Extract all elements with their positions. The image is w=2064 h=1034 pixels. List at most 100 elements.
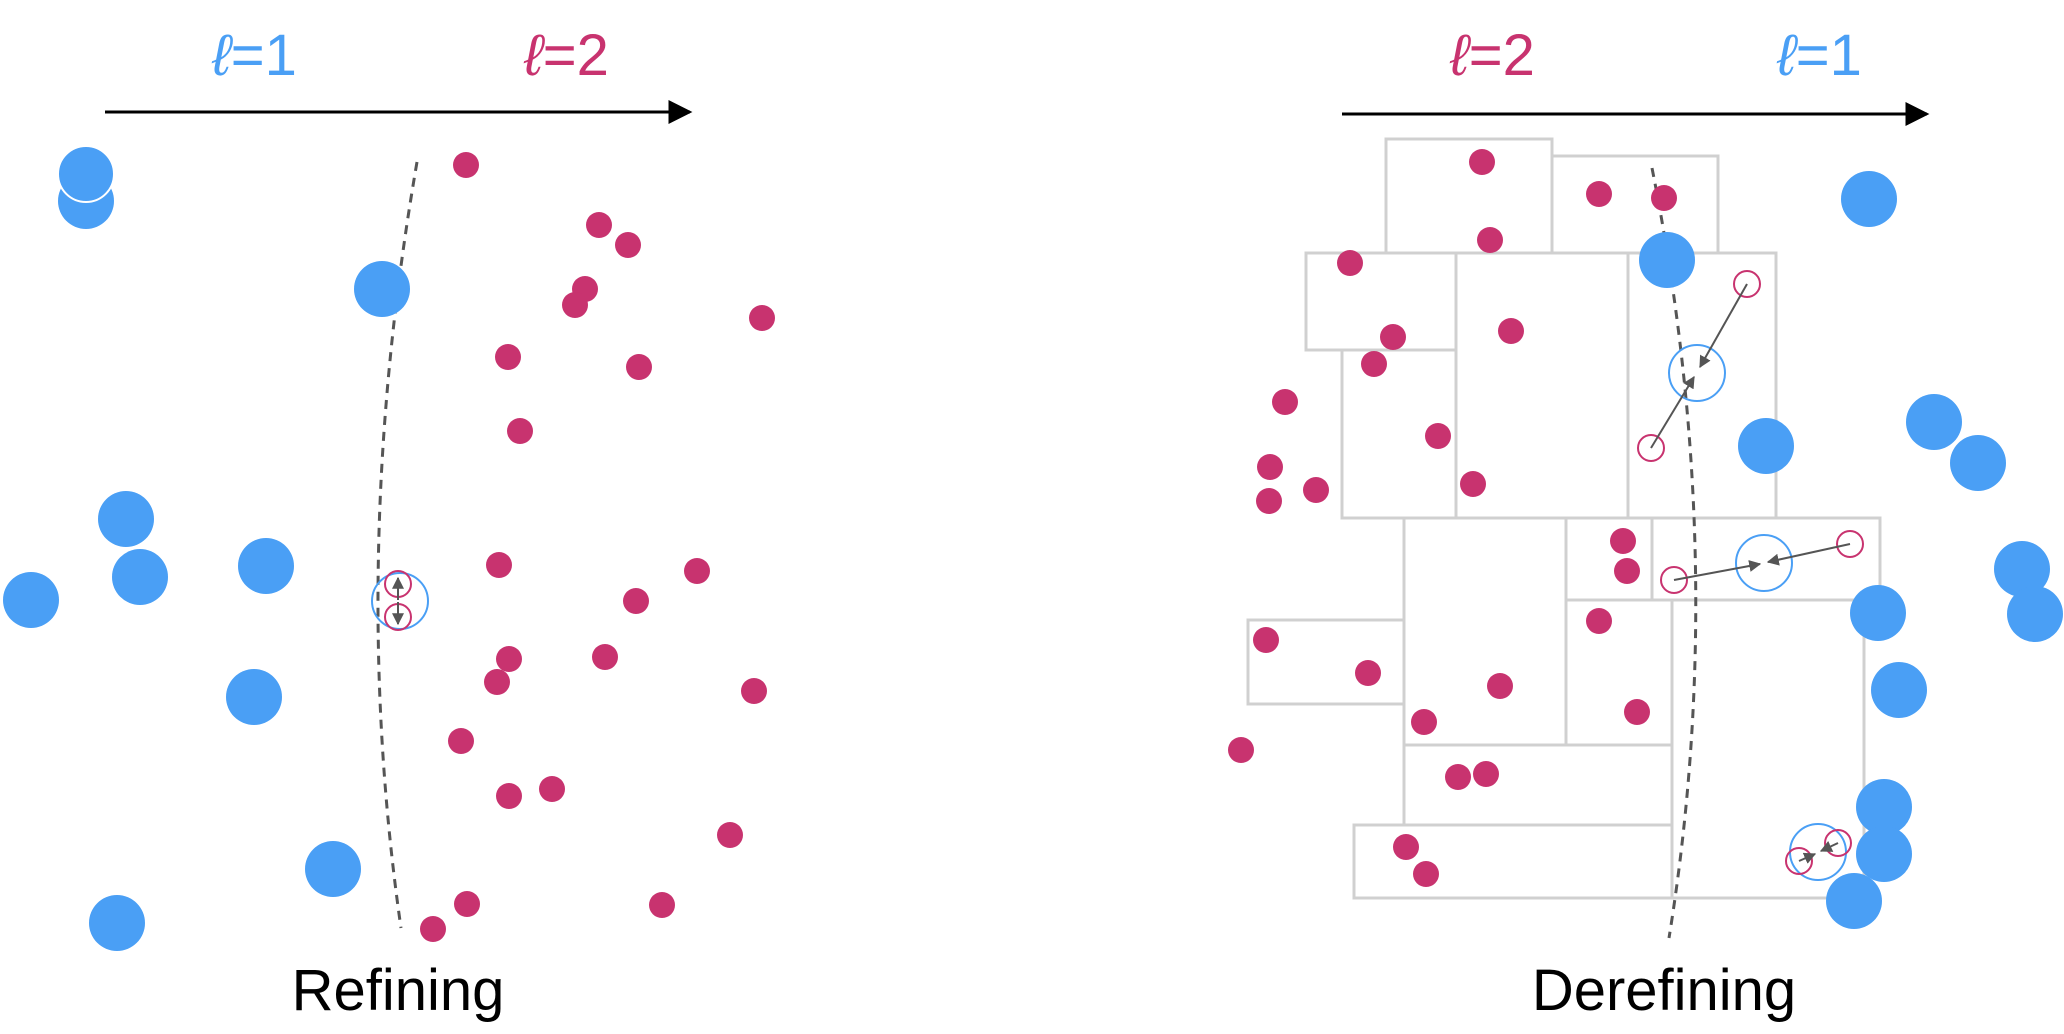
particle-l2 [717,822,743,848]
refining-level2-particles [420,152,775,942]
derefining-level2-label: ℓ=2 [1449,23,1535,88]
cell [1650,516,1882,602]
particle-l2 [453,152,479,178]
particle-l1 [1826,873,1882,929]
particle-l1 [1856,779,1912,835]
derefining-level1-label: ℓ=1 [1776,23,1862,88]
particle-l2 [1413,861,1439,887]
particle-l2 [1445,764,1471,790]
particle-l2 [562,292,588,318]
particle-l1 [1906,394,1962,450]
particle-l1 [3,572,59,628]
particle-l2 [486,552,512,578]
particle-l1 [305,841,361,897]
particle-l1 [1871,662,1927,718]
particle-l1 [57,145,115,203]
particle-l1 [1950,435,2006,491]
particle-l2 [1425,423,1451,449]
particle-l1 [112,549,168,605]
particle-l2 [1256,488,1282,514]
particle-l2 [1272,389,1298,415]
particle-l2 [592,644,618,670]
cell [1550,154,1720,255]
particle-l2 [749,305,775,331]
cell [1384,137,1554,255]
refining-level2-value: =2 [543,23,609,88]
particle-l2 [1257,454,1283,480]
refining-level1-symbol: ℓ [211,23,233,88]
derefining-caption: Derefining [1532,958,1796,1023]
derefining-panel: ℓ=2 ℓ=1 [1228,23,2063,1023]
particle-l2 [1477,227,1503,253]
particle-l1 [98,491,154,547]
derefining-level1-symbol: ℓ [1776,23,1798,88]
cell [1246,618,1406,706]
particle-l2 [496,646,522,672]
particle-l2 [1253,627,1279,653]
particle-l2 [1614,558,1640,584]
particle-l1 [226,669,282,725]
particle-l2 [1473,761,1499,787]
refining-panel: ℓ=1 ℓ=2 [3,23,775,1023]
particle-l2 [1303,477,1329,503]
particle-l1 [1738,418,1794,474]
particle-l1 [1994,541,2050,597]
particle-l2 [496,783,522,809]
derefining-merge-group [1660,530,1864,594]
cell [1626,251,1778,520]
particle-l2 [539,776,565,802]
particle-l2 [507,418,533,444]
refining-caption: Refining [292,958,505,1023]
derefining-merge-group [1637,270,1761,462]
derefining-level2-particles [1228,149,1677,887]
particle-l2 [1393,834,1419,860]
particle-l2 [1487,673,1513,699]
derefining-merge-group [1785,823,1852,881]
derefining-level2-symbol: ℓ [1449,23,1471,88]
derefining-cells [1246,137,1882,900]
cell [1352,823,1674,900]
particle-l1 [238,538,294,594]
refining-level1-particles [3,145,410,951]
particle-l2 [1498,318,1524,344]
particle-l2 [649,892,675,918]
refining-level2-symbol: ℓ [523,23,545,88]
refining-level2-label: ℓ=2 [523,23,609,88]
refining-level1-value: =1 [231,23,297,88]
particle-l2 [623,588,649,614]
particle-l1 [1639,232,1695,288]
particle-l2 [1355,660,1381,686]
particle-l2 [1624,699,1650,725]
particle-l2 [626,354,652,380]
refining-level1-label: ℓ=1 [211,23,297,88]
particle-l2 [454,891,480,917]
particle-l1 [89,895,145,951]
particle-l2 [448,728,474,754]
cell [1670,598,1866,900]
particle-l2 [1337,250,1363,276]
particle-l2 [1361,351,1387,377]
particle-l2 [1460,471,1486,497]
particle-l2 [741,678,767,704]
particle-l2 [1411,709,1437,735]
particle-l2 [586,212,612,238]
particle-l2 [1610,528,1636,554]
derefining-level1-particles [1639,171,2063,929]
particle-l2 [1380,324,1406,350]
particle-l2 [484,669,510,695]
derefining-level1-value: =1 [1796,23,1862,88]
particle-l1 [354,261,410,317]
cell [1402,743,1674,827]
particle-l1 [1850,585,1906,641]
particle-l2 [1469,149,1495,175]
cell [1564,598,1674,747]
particle-l2 [1586,608,1612,634]
particle-l2 [1228,737,1254,763]
derefining-level2-value: =2 [1469,23,1535,88]
particle-l1 [2007,586,2063,642]
particle-l2 [420,916,446,942]
particle-l2 [684,558,710,584]
particle-l2 [615,232,641,258]
cell [1564,516,1654,602]
